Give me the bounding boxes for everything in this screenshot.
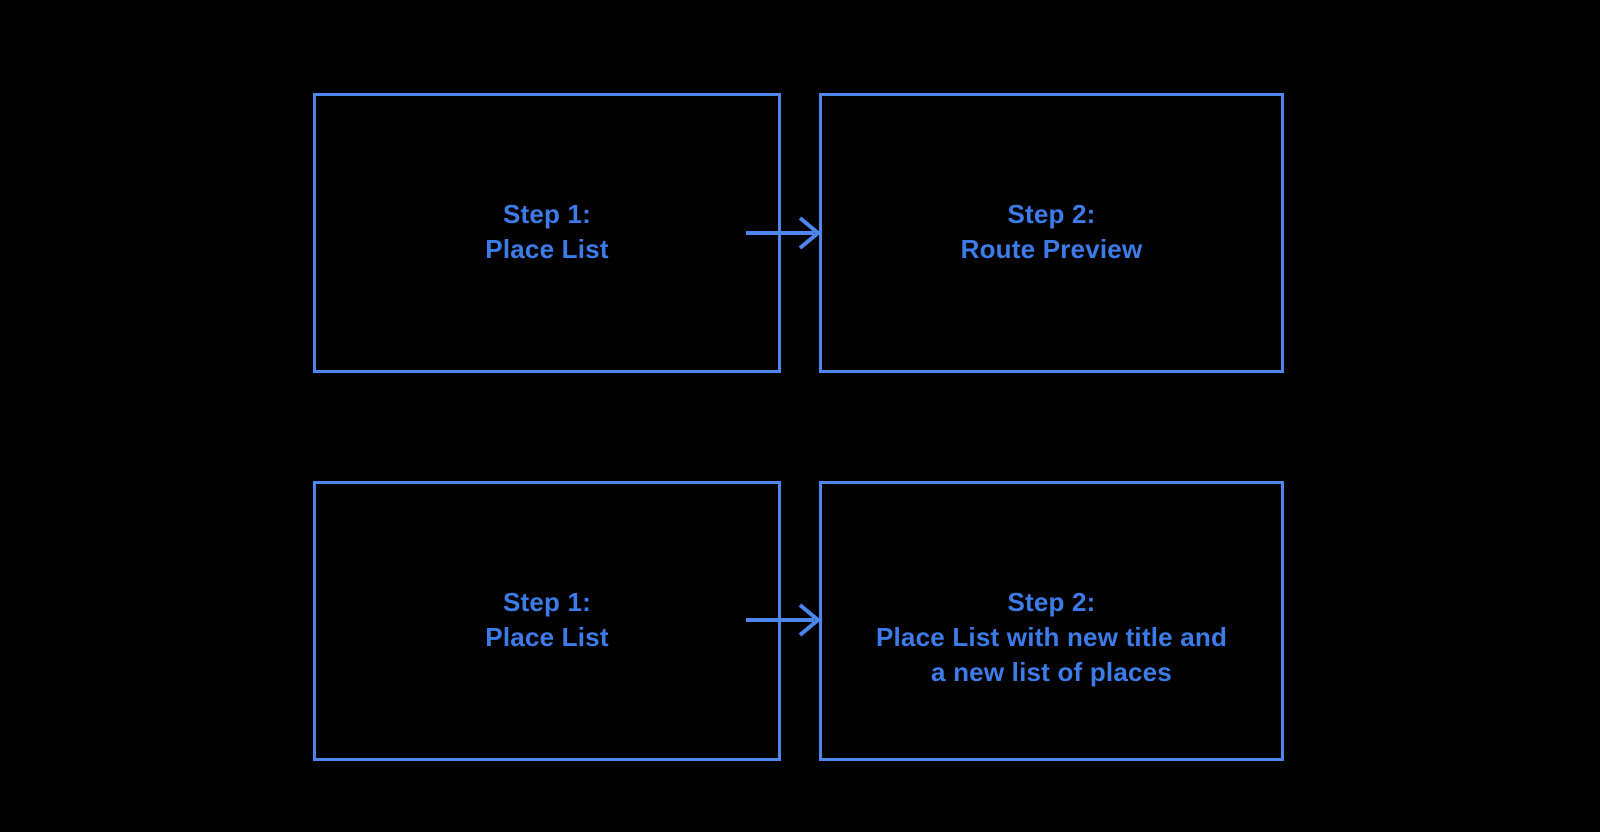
node-label-line: Route Preview xyxy=(960,234,1143,264)
node-label-line: Place List xyxy=(485,234,609,264)
node-label-line: Step 2: xyxy=(1007,587,1096,617)
node-step2-new-place-list: Step 2: Place List with new title and a … xyxy=(819,481,1284,761)
node-label: Step 1: Place List xyxy=(316,484,778,655)
node-label-line: Place List xyxy=(485,622,609,652)
node-label: Step 1: Place List xyxy=(316,96,778,267)
right-arrow-connector-row2 xyxy=(746,603,822,637)
node-step1-place-list-row2: Step 1: Place List xyxy=(313,481,781,761)
node-step2-route-preview: Step 2: Route Preview xyxy=(819,93,1284,373)
arrow-head-icon xyxy=(798,216,822,250)
node-label: Step 2: Route Preview xyxy=(822,96,1281,267)
node-label-line: Place List with new title and xyxy=(875,622,1228,652)
node-label-line: a new list of places xyxy=(931,657,1172,687)
node-label: Step 2: Place List with new title and a … xyxy=(822,484,1281,690)
node-label-line: Step 2: xyxy=(1007,199,1096,229)
arrow-head-icon xyxy=(798,603,822,637)
right-arrow-connector-row1 xyxy=(746,216,822,250)
node-step1-place-list-row1: Step 1: Place List xyxy=(313,93,781,373)
node-label-line: Step 1: xyxy=(502,199,592,229)
node-label-line: Step 1: xyxy=(502,587,592,617)
